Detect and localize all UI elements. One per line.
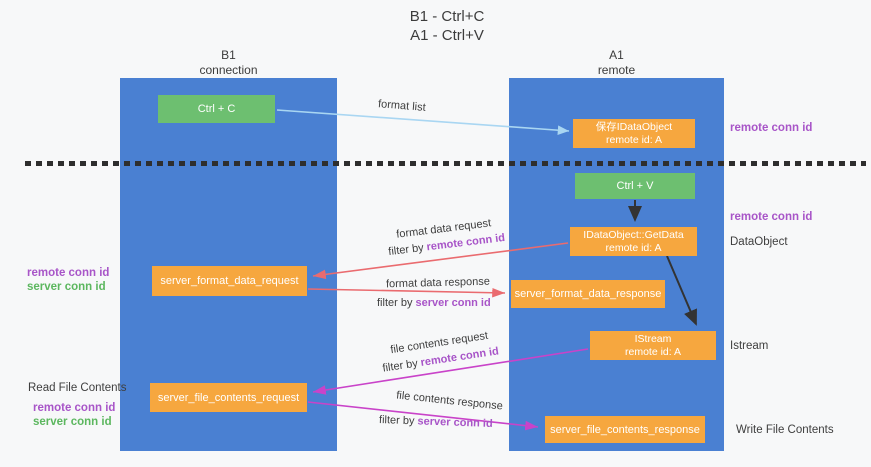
read-file-contents-annotation: Read File Contents: [28, 382, 127, 394]
format-data-request-arrow: [312, 242, 569, 280]
save-idataobject-line2: remote id: A: [605, 133, 663, 146]
remote-conn-id-annotation-left-mid: remote conn id: [27, 267, 110, 279]
getdata-line2: remote id: A: [605, 241, 662, 254]
server-format-data-request-label: server_format_data_request: [160, 275, 299, 287]
node-server-file-contents-request: server_file_contents_request: [150, 383, 307, 412]
node-save-idataobject: 保存IDataObject remote id: A: [573, 119, 695, 148]
ctrl-v-label: Ctrl + V: [616, 180, 654, 192]
title-line-1: B1 - Ctrl+C: [409, 8, 485, 25]
getdata-line1: IDataObject::GetData: [583, 228, 684, 241]
format-list-arrow: [276, 109, 570, 135]
remote-conn-id-annotation-right-mid: remote conn id: [730, 211, 813, 223]
write-file-contents-annotation: Write File Contents: [736, 424, 834, 436]
lane-a1-title: A1: [609, 48, 624, 62]
lane-b1-title: B1: [221, 48, 236, 62]
server-conn-id-annotation-left-bottom: server conn id: [33, 416, 112, 428]
remote-conn-id-annotation-left-bottom: remote conn id: [33, 402, 116, 414]
dataobject-annotation: DataObject: [730, 236, 788, 248]
server-conn-id-text: server conn id: [417, 415, 493, 430]
istream-line1: IStream: [634, 332, 672, 345]
node-server-format-data-response: server_format_data_response: [511, 280, 665, 308]
node-istream: IStream remote id: A: [590, 331, 716, 360]
save-idataobject-line1: 保存IDataObject: [595, 120, 673, 133]
server-format-data-response-label: server_format_data_response: [514, 288, 662, 300]
lane-b1-subtitle: connection: [199, 63, 258, 77]
lane-header-b1-connection: B1 connection: [120, 48, 337, 78]
getdata-to-istream-arrow: [666, 255, 697, 326]
istream-line2: remote id: A: [624, 345, 682, 358]
istream-annotation: Istream: [730, 340, 769, 352]
server-conn-id-text: server conn id: [415, 297, 491, 309]
filter-by-text: filter by: [378, 414, 418, 428]
lane-header-a1-remote: A1 remote: [509, 48, 724, 78]
title-line-2: A1 - Ctrl+V: [410, 27, 484, 44]
file-contents-request-arrow: [312, 348, 589, 395]
phase-divider-dashed-line: [25, 161, 866, 166]
node-ctrl-c: Ctrl + C: [158, 95, 275, 123]
file-contents-response-arrow: [307, 401, 539, 431]
server-conn-id-annotation-left-mid: server conn id: [27, 281, 106, 293]
node-idataobject-getdata: IDataObject::GetData remote id: A: [570, 227, 697, 256]
ctrl-c-label: Ctrl + C: [197, 103, 236, 115]
format-data-response-arrow: [307, 287, 506, 298]
remote-conn-id-annotation-right-top: remote conn id: [730, 122, 813, 134]
node-server-format-data-request: server_format_data_request: [152, 266, 307, 296]
server-file-contents-request-label: server_file_contents_request: [157, 391, 300, 404]
filter-by-server-conn-id-label-1: filter by server conn id: [377, 297, 491, 309]
lane-a1-subtitle: remote: [597, 63, 636, 77]
node-ctrl-v: Ctrl + V: [575, 173, 695, 199]
filter-by-text: filter by: [377, 297, 416, 309]
node-server-file-contents-response: server_file_contents_response: [545, 416, 705, 443]
diagram-title: B1 - Ctrl+C A1 - Ctrl+V: [327, 7, 567, 45]
server-file-contents-response-label: server_file_contents_response: [550, 423, 700, 436]
